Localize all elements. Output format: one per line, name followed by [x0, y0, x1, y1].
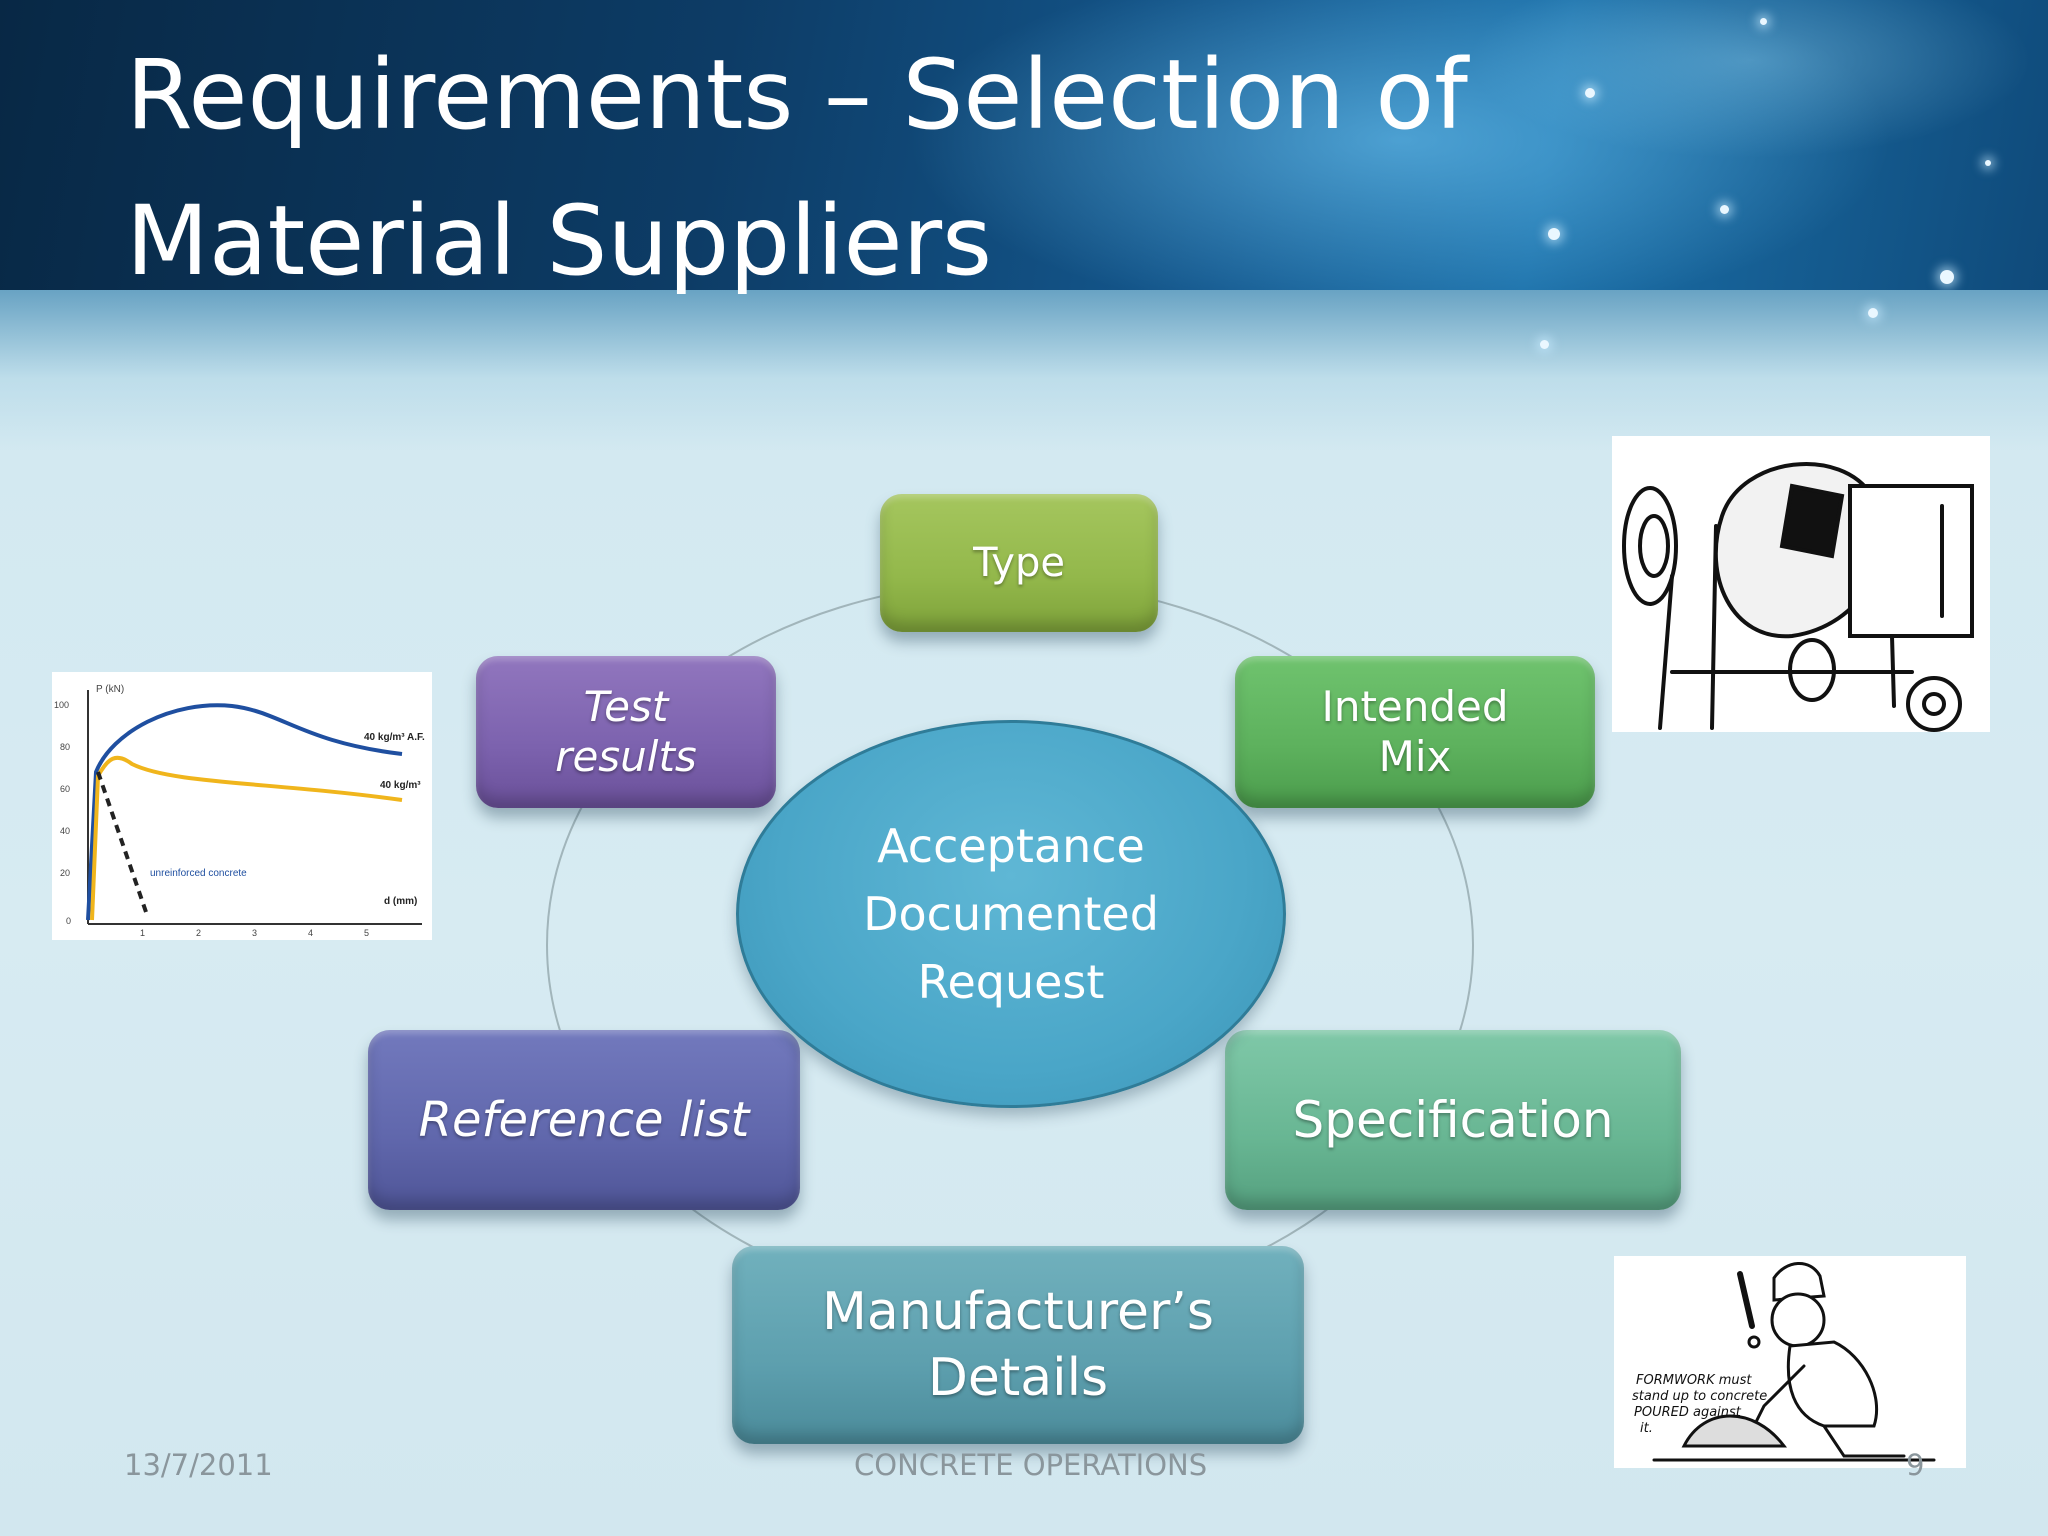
node-test-results: Test results: [476, 656, 776, 808]
footer-title: CONCRETE OPERATIONS: [854, 1448, 1208, 1482]
mixer-drum-opening: [1779, 483, 1845, 559]
node-specification-label: Specification: [1292, 1091, 1614, 1149]
sparkle-decoration: [1720, 205, 1729, 214]
node-intended-mix: Intended Mix: [1235, 656, 1595, 808]
sparkle-decoration: [1585, 88, 1595, 98]
mixer-wheel-rear: [1788, 638, 1836, 702]
center-node-label: Acceptance Documented Request: [863, 819, 1159, 1009]
mixer-wheel-hub: [1922, 692, 1946, 716]
graph-x-tick: 4: [308, 928, 313, 938]
graph-y-tick: 80: [60, 742, 70, 752]
sparkle-decoration: [1548, 228, 1560, 240]
graph-x-tick: 5: [364, 928, 369, 938]
sparkle-decoration: [1540, 340, 1549, 349]
node-manufacturers-details: Manufacturer’s Details: [732, 1246, 1304, 1444]
node-type-label: Type: [973, 540, 1065, 586]
graph-series-1-line: [86, 703, 403, 921]
mixer-frame-left: [1658, 574, 1674, 730]
worker-leg: [1822, 1424, 1906, 1458]
header-banner: [0, 0, 2048, 290]
title-line-2: Material Suppliers: [126, 185, 993, 297]
mixer-wheel-front: [1906, 676, 1962, 732]
load-deflection-graph-image: P (kN) 100 80 60 40 20 0 1 2 3 4 5 40 kg…: [52, 672, 432, 940]
graph-series-3-line: [96, 771, 148, 913]
mixer-engine-box: [1848, 484, 1974, 638]
cartoon-caption-line: stand up to concrete: [1632, 1389, 1767, 1404]
sparkle-decoration: [1985, 160, 1991, 166]
mixer-svg: [1622, 462, 1974, 732]
formwork-cartoon-image: FORMWORK must stand up to concrete POURE…: [1614, 1256, 1966, 1468]
node-intended-mix-label: Intended Mix: [1321, 682, 1509, 781]
node-type: Type: [880, 494, 1158, 632]
mixer-pole: [1710, 524, 1718, 730]
mixer-handwheel: [1638, 514, 1670, 578]
graph-x-tick: 1: [140, 928, 145, 938]
graph-x-tick: 2: [196, 928, 201, 938]
graph-y-tick: 20: [60, 868, 70, 878]
worker-arm: [1752, 1364, 1806, 1428]
center-node: Acceptance Documented Request: [736, 720, 1286, 1108]
cartoon-caption: FORMWORK must stand up to concrete POURE…: [1632, 1373, 1771, 1436]
concrete-pile: [1681, 1414, 1788, 1448]
exclamation-dot: [1747, 1335, 1761, 1349]
graph-series-2-label: 40 kg/m³: [380, 780, 421, 791]
graph-y-tick: 100: [54, 700, 69, 710]
graph-y-tick: 40: [60, 826, 70, 836]
exclamation-mark: [1737, 1271, 1755, 1329]
footer-date: 13/7/2011: [124, 1448, 273, 1482]
graph-series-1-label: 40 kg/m³ A.F.: [364, 732, 425, 743]
sparkle-decoration: [1940, 270, 1954, 284]
node-reference-list: Reference list: [368, 1030, 800, 1210]
worker-hat: [1772, 1262, 1826, 1302]
graph-x-tick: 3: [252, 928, 257, 938]
mixer-wheel-handle: [1622, 486, 1678, 606]
node-test-results-label: Test results: [555, 682, 697, 781]
graph-series-2-line: [90, 755, 403, 921]
cartoon-caption-line: POURED against: [1634, 1405, 1742, 1420]
graph-x-axis-label: d (mm): [384, 896, 417, 907]
worker-body: [1786, 1340, 1879, 1428]
footer-page-number: 9: [1906, 1448, 1925, 1482]
title-line-1: Requirements – Selection of: [126, 39, 1468, 151]
formwork-svg: FORMWORK must stand up to concrete POURE…: [1632, 1262, 1936, 1462]
sparkle-decoration: [1760, 18, 1767, 25]
node-specification: Specification: [1225, 1030, 1681, 1210]
cartoon-caption-line: it.: [1640, 1421, 1653, 1436]
node-manufacturers-details-label: Manufacturer’s Details: [822, 1282, 1214, 1408]
worker-head: [1770, 1292, 1826, 1348]
graph-y-tick: 0: [66, 916, 71, 926]
concrete-mixer-image: [1612, 436, 1990, 732]
cartoon-caption-line: FORMWORK must: [1636, 1373, 1752, 1388]
graph-svg: P (kN) 100 80 60 40 20 0 1 2 3 4 5 40 kg…: [54, 684, 425, 938]
graph-y-axis-label: P (kN): [96, 684, 124, 695]
header-fade: [0, 290, 2048, 450]
sparkle-decoration: [1868, 308, 1878, 318]
graph-y-tick: 60: [60, 784, 70, 794]
node-reference-list-label: Reference list: [418, 1092, 750, 1148]
slide-title: Requirements – Selection of Material Sup…: [126, 22, 1826, 314]
graph-series-3-label: unreinforced concrete: [150, 868, 247, 879]
